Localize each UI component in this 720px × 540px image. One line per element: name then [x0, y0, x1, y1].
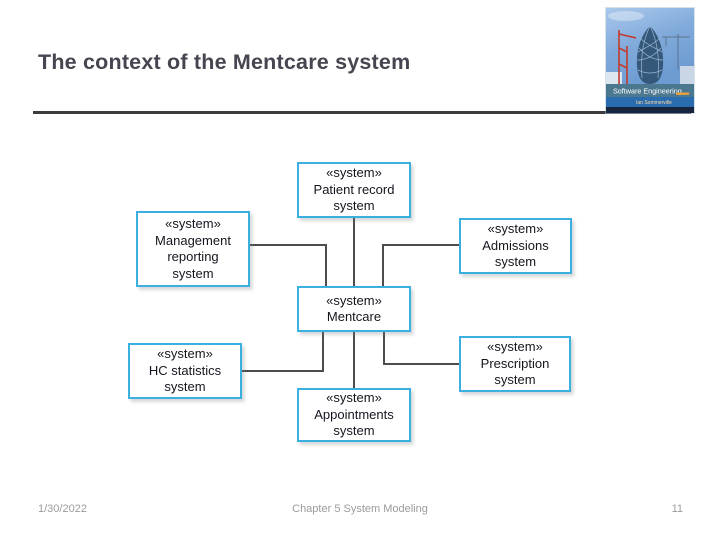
- system-box-management-reporting: «system» Management reporting system: [136, 211, 250, 287]
- connector-management-horizontal: [250, 244, 327, 246]
- stereotype-label: «system»: [326, 292, 382, 308]
- footer-chapter-label: Chapter 5 System Modeling: [292, 503, 428, 515]
- stereotype-label: «system»: [165, 216, 221, 231]
- title-underline: [33, 111, 691, 114]
- stereotype-label: «system»: [326, 390, 382, 406]
- logo-book-author: Ian Sommerville: [636, 100, 672, 106]
- page-title: The context of the Mentcare system: [38, 50, 411, 74]
- low-building-left: [606, 72, 622, 84]
- connector-admissions-vertical: [382, 244, 384, 286]
- stereotype-label: «system»: [487, 221, 544, 237]
- building-right: [680, 66, 694, 84]
- system-box-prescription: «system» Prescription system: [459, 336, 571, 392]
- logo-title-band: [606, 84, 694, 97]
- system-name: system: [172, 265, 214, 281]
- connector-mentcare-appointments: [353, 332, 355, 388]
- connector-prescription-horizontal: [383, 363, 459, 365]
- red-crane-icon: [618, 30, 637, 84]
- stereotype-label: «system»: [487, 339, 543, 355]
- system-name: Management: [155, 232, 231, 248]
- system-box-admissions: «system» Admissions system: [459, 218, 572, 274]
- system-name: system: [494, 372, 536, 388]
- connector-management-vertical: [325, 244, 327, 286]
- book-cover-logo: Software Engineering Ian Sommerville: [606, 8, 694, 113]
- system-name: system: [333, 198, 375, 214]
- crane-icon: [662, 34, 690, 70]
- connector-hcstatistics-vertical: [322, 332, 324, 372]
- system-name: Mentcare: [326, 309, 382, 324]
- system-name: HC statistics: [148, 362, 222, 378]
- system-name: system: [333, 423, 375, 439]
- stereotype-label: «system»: [326, 165, 382, 181]
- system-name: Admissions: [482, 237, 549, 253]
- system-box-patient-record: «system» Patient record system: [297, 162, 411, 218]
- connector-prescription-vertical: [383, 332, 385, 365]
- stereotype-label: «system»: [157, 346, 213, 362]
- logo-book-title: Software Engineering: [613, 87, 682, 96]
- footer-date: 1/30/2022: [38, 503, 87, 515]
- system-name: system: [494, 254, 537, 270]
- system-name: reporting: [167, 249, 219, 264]
- logo-author-band: [606, 97, 694, 107]
- system-name: Patient record: [313, 181, 395, 197]
- logo-base-band: [606, 107, 694, 113]
- system-box-appointments: «system» Appointments system: [297, 388, 411, 442]
- connector-admissions-horizontal: [382, 244, 459, 246]
- system-name: Appointments: [314, 406, 394, 422]
- system-name: system: [164, 379, 206, 395]
- system-name: Prescription: [480, 355, 550, 371]
- gherkin-building-illustration: [636, 26, 664, 84]
- connector-patientrecord-mentcare: [353, 218, 355, 286]
- connector-hcstatistics-horizontal: [242, 370, 324, 372]
- system-box-hc-statistics: «system» HC statistics system: [128, 343, 242, 399]
- edition-mark: [676, 92, 689, 95]
- system-box-mentcare: «system» Mentcare: [297, 286, 411, 332]
- footer-page-number: 11: [671, 503, 683, 515]
